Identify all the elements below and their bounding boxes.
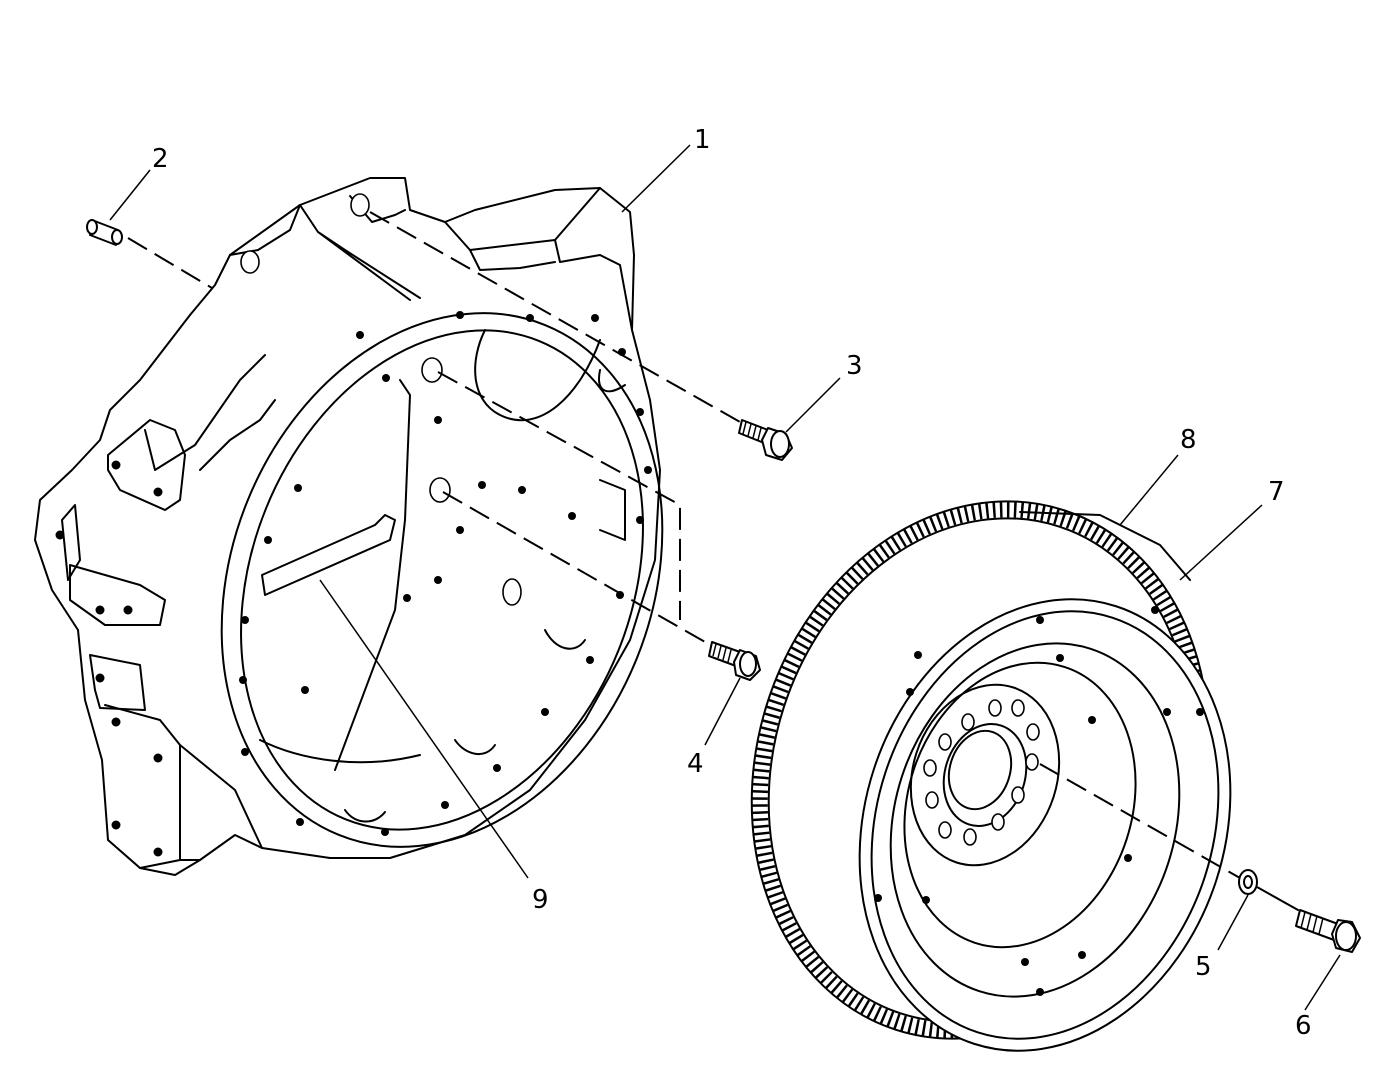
callout-2: 2 bbox=[152, 144, 169, 174]
flange-bolt-holes bbox=[239, 311, 652, 836]
bolt-4-assembly-line-b bbox=[442, 491, 713, 647]
flywheel-bolt-assembly-line bbox=[1039, 763, 1241, 879]
housing-flange-inner bbox=[240, 329, 644, 831]
callout-4: 4 bbox=[687, 749, 704, 779]
flywheel-face bbox=[858, 598, 1232, 1052]
bolt-4 bbox=[708, 641, 761, 681]
washer-to-bolt-line bbox=[1256, 886, 1299, 911]
leader-lines bbox=[109, 144, 1341, 1011]
washer bbox=[1238, 869, 1258, 895]
callout-3: 3 bbox=[846, 351, 863, 381]
flywheel-bolt bbox=[1295, 909, 1361, 953]
callout-9: 9 bbox=[532, 885, 549, 915]
callout-8: 8 bbox=[1180, 425, 1197, 455]
housing-flange-outer bbox=[220, 312, 664, 848]
callout-5: 5 bbox=[1195, 952, 1212, 982]
flywheel-crank-holes bbox=[923, 699, 1040, 846]
bolt-3 bbox=[738, 419, 793, 461]
dowel-assembly-line bbox=[127, 237, 213, 289]
flywheel-housing bbox=[34, 177, 664, 876]
inner-wall-holes bbox=[301, 357, 576, 694]
housing-outline bbox=[34, 177, 661, 876]
flywheel-outer-holes bbox=[874, 606, 1204, 996]
callout-7: 7 bbox=[1268, 477, 1285, 507]
bolt-4-assembly-line bbox=[437, 371, 681, 620]
bolt-3-assembly-line bbox=[369, 211, 741, 423]
callout-1: 1 bbox=[694, 125, 711, 155]
housing-mount-holes bbox=[55, 193, 370, 857]
callout-6: 6 bbox=[1295, 1011, 1312, 1041]
flywheel bbox=[858, 511, 1232, 1052]
dowel-pin bbox=[86, 219, 123, 246]
